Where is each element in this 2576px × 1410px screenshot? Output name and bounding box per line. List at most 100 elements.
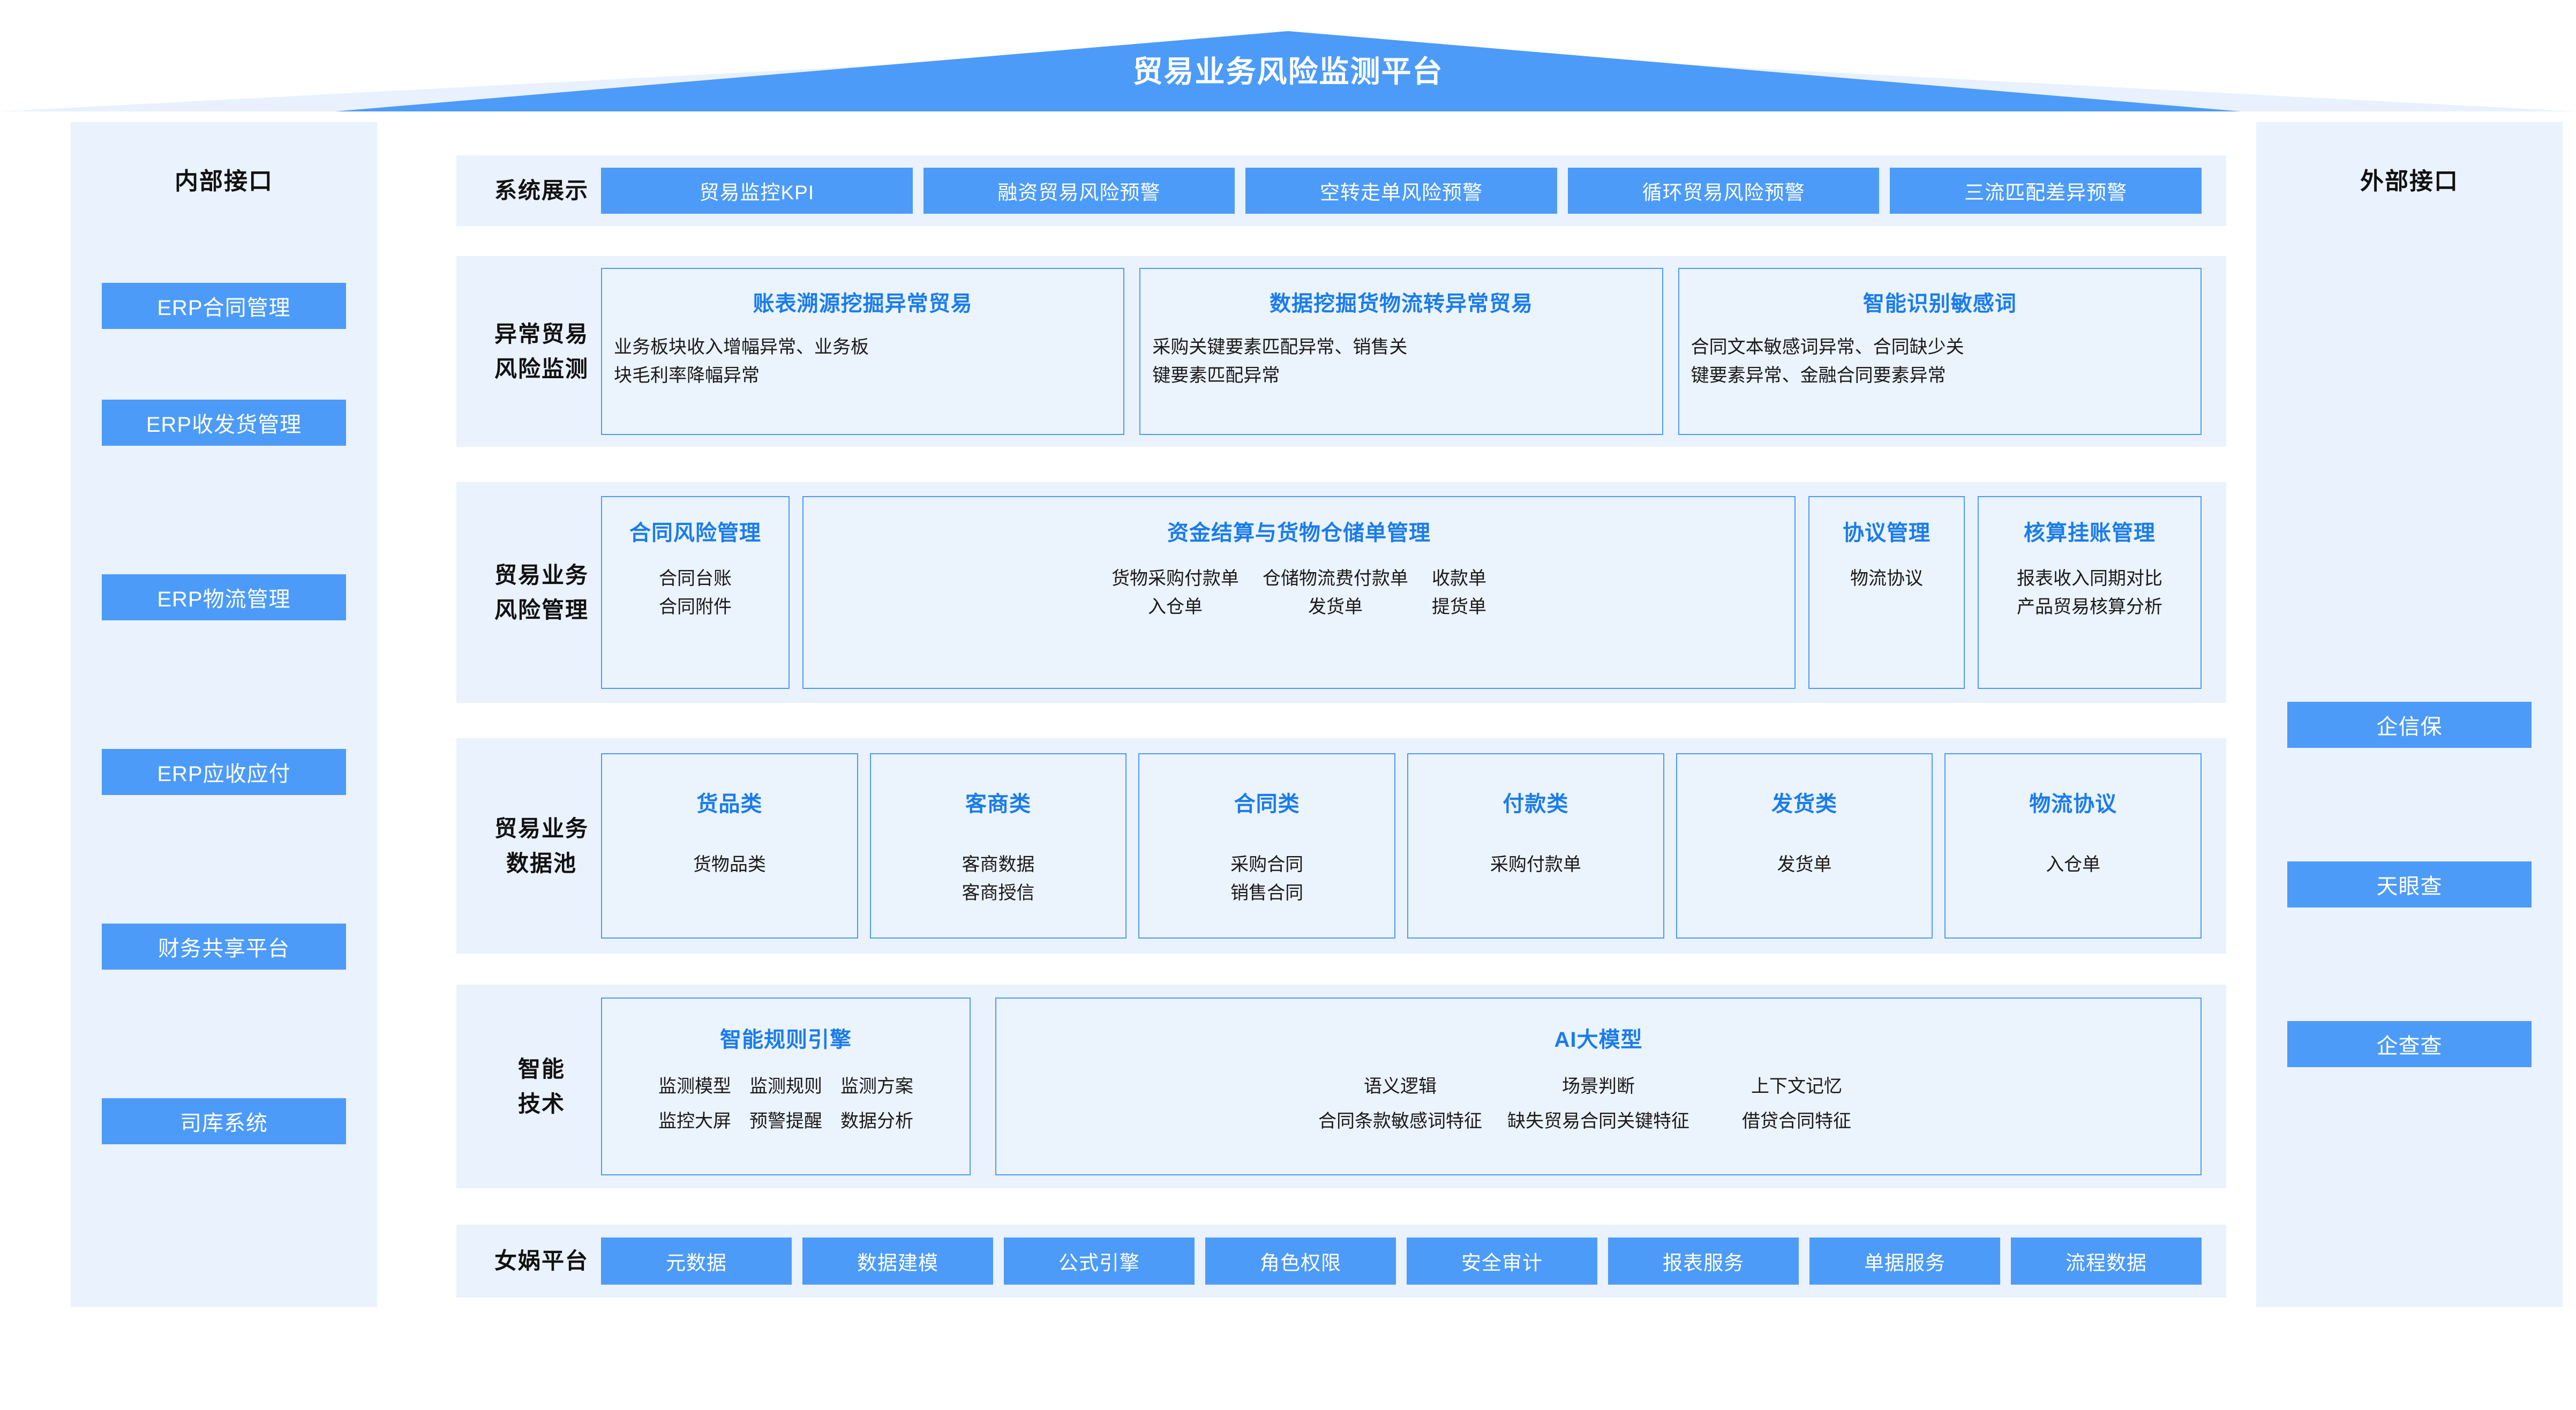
card-customer-category[interactable]: 客商类 客商数据 客商授信	[869, 753, 1127, 939]
row-label-nuwa-platform: 女娲平台	[494, 1248, 589, 1274]
card-shipment-category[interactable]: 发货类 发货单	[1676, 753, 1933, 939]
row-intelligent-technology: 智能 技术 智能规则引擎 监测模型 监测规则 监测方案 监控大屏 预警提醒 数据…	[456, 985, 2226, 1188]
card-title-goods-flow-mining: 数据挖掘货物流转异常贸易	[1269, 292, 1533, 316]
card-col: 报表收入同期对比 产品贸易核算分析	[2017, 568, 2162, 617]
card-lines-goods-category: 货物品类	[693, 854, 766, 875]
card-rule-engine[interactable]: 智能规则引擎 监测模型 监测规则 监测方案 监控大屏 预警提醒 数据分析	[601, 998, 971, 1175]
external-interface-title: 外部接口	[2360, 168, 2459, 194]
card-agreement-management[interactable]: 协议管理 物流协议	[1808, 496, 1965, 689]
sidebar-item-finance-shared[interactable]: 财务共享平台	[102, 924, 346, 970]
card-title-payment-category: 付款类	[1503, 792, 1569, 816]
card-title-contract-risk: 合同风险管理	[629, 521, 761, 545]
button-trade-monitor-kpi[interactable]: 贸易监控KPI	[601, 168, 913, 214]
sidebar-item-qichacha[interactable]: 企查查	[2287, 1021, 2532, 1067]
sidebar-item-qixinbao[interactable]: 企信保	[2287, 702, 2532, 748]
grid-cell: 预警提醒	[749, 1111, 822, 1131]
grid-cell: 借贷合同特征	[1742, 1111, 1851, 1131]
card-contract-category[interactable]: 合同类 采购合同 销售合同	[1138, 753, 1396, 939]
card-ai-large-model[interactable]: AI大模型 语义逻辑 场景判断 上下文记忆 合同条款敏感词特征 缺失贸易合同关键…	[995, 998, 2202, 1175]
sidebar-item-erp-receivable[interactable]: ERP应收应付	[102, 749, 346, 795]
row-body-system-display: 贸易监控KPI 融资贸易风险预警 空转走单风险预警 循环贸易风险预警 三流匹配差…	[601, 155, 2226, 226]
row-label-data-pool: 贸易业务 数据池	[494, 815, 589, 876]
card-col: 合同台账 合同附件	[659, 568, 732, 617]
card-accounting-management[interactable]: 核算挂账管理 报表收入同期对比 产品贸易核算分析	[1978, 496, 2202, 689]
card-title-accounting: 核算挂账管理	[2024, 521, 2156, 545]
card-title-ai-large-model: AI大模型	[1554, 1028, 1643, 1052]
button-empty-transfer-alert[interactable]: 空转走单风险预警	[1245, 168, 1557, 214]
card-goods-flow-mining[interactable]: 数据挖掘货物流转异常贸易 采购关键要素匹配异常、销售关 键要素匹配异常	[1139, 268, 1663, 435]
card-cols-agreement: 物流协议	[1850, 565, 1923, 593]
sidebar-item-treasury[interactable]: 司库系统	[102, 1098, 346, 1144]
row-body-trade-risk-mgmt: 合同风险管理 合同台账 合同附件 资金结算与货物仓储单管理 货物采购付款单 入仓…	[601, 482, 2226, 703]
card-col: 收款单 提货单	[1432, 568, 1486, 617]
card-logistics-agreement[interactable]: 物流协议 入仓单	[1944, 753, 2202, 939]
card-contract-risk-management[interactable]: 合同风险管理 合同台账 合同附件	[601, 496, 790, 689]
button-role-permission[interactable]: 角色权限	[1205, 1238, 1396, 1285]
sidebar-item-tianyancha[interactable]: 天眼查	[2287, 861, 2532, 908]
row-body-nuwa-platform: 元数据 数据建模 公式引擎 角色权限 安全审计 报表服务 单据服务 流程数据	[601, 1225, 2226, 1298]
row-trade-risk-management: 贸易业务 风险管理 合同风险管理 合同台账 合同附件 资金结算与货物仓储单管理 …	[456, 482, 2226, 703]
grid-cell: 上下文记忆	[1751, 1076, 1842, 1097]
card-title-rule-engine: 智能规则引擎	[720, 1028, 852, 1052]
row-body-intelligent-tech: 智能规则引擎 监测模型 监测规则 监测方案 监控大屏 预警提醒 数据分析 AI大…	[601, 985, 2226, 1188]
row-trade-data-pool: 贸易业务 数据池 货品类 货物品类 客商类 客商数据 客商授信 合同类 采	[456, 738, 2226, 954]
grid-cell: 合同条款敏感词特征	[1318, 1111, 1482, 1131]
card-sensitive-word-recognition[interactable]: 智能识别敏感词 合同文本敏感词异常、合同缺少关 键要素异常、金融合同要素异常	[1678, 268, 2202, 435]
button-metadata[interactable]: 元数据	[601, 1238, 792, 1285]
card-title-logistics-agreement: 物流协议	[2029, 792, 2117, 816]
button-security-audit[interactable]: 安全审计	[1407, 1238, 1597, 1285]
card-col: 物流协议	[1850, 568, 1923, 589]
card-lines-payment-category: 采购付款单	[1490, 854, 1581, 875]
button-financing-trade-alert[interactable]: 融资贸易风险预警	[923, 168, 1235, 214]
card-settlement-warehouse-management[interactable]: 资金结算与货物仓储单管理 货物采购付款单 入仓单 仓储物流费付款单 发货单 收款…	[802, 496, 1796, 689]
card-lines-shipment-category: 发货单	[1777, 854, 1832, 875]
row-system-display: 系统展示 贸易监控KPI 融资贸易风险预警 空转走单风险预警 循环贸易风险预警 …	[456, 155, 2226, 226]
grid-cell: 场景判断	[1562, 1076, 1635, 1097]
row-label-intelligent-tech: 智能 技术	[517, 1056, 565, 1116]
card-lines-contract-category: 采购合同 销售合同	[1230, 854, 1304, 903]
button-document-service[interactable]: 单据服务	[1809, 1238, 2000, 1285]
row-abnormal-trade-monitoring: 异常贸易 风险监测 账表溯源挖掘异常贸易 业务板块收入增幅异常、业务板 块毛利率…	[456, 256, 2226, 447]
row-nuwa-platform: 女娲平台 元数据 数据建模 公式引擎 角色权限 安全审计 报表服务 单据服务 流…	[456, 1225, 2226, 1298]
card-lines-customer-category: 客商数据 客商授信	[962, 854, 1035, 903]
card-lines-goods-flow-mining: 采购关键要素匹配异常、销售关 键要素匹配异常	[1152, 337, 1408, 386]
card-col: 仓储物流费付款单 发货单	[1263, 568, 1408, 617]
card-cols-accounting: 报表收入同期对比 产品贸易核算分析	[2017, 565, 2162, 621]
card-lines-ledger-trace: 业务板块收入增幅异常、业务板 块毛利率降幅异常	[614, 337, 869, 386]
external-interface-panel: 外部接口 企信保 天眼查 企查查	[2256, 122, 2563, 1307]
row-label-trade-risk-mgmt: 贸易业务 风险管理	[494, 562, 589, 622]
card-ledger-trace[interactable]: 账表溯源挖掘异常贸易 业务板块收入增幅异常、业务板 块毛利率降幅异常	[601, 268, 1125, 435]
button-formula-engine[interactable]: 公式引擎	[1004, 1238, 1195, 1285]
card-title-agreement: 协议管理	[1843, 521, 1931, 545]
card-cols-contract-risk: 合同台账 合同附件	[659, 565, 732, 621]
grid-cell: 监测规则	[749, 1076, 822, 1097]
grid-cell: 缺失贸易合同关键特征	[1507, 1111, 1689, 1131]
card-goods-category[interactable]: 货品类 货物品类	[601, 753, 858, 939]
button-three-flow-match-alert[interactable]: 三流匹配差异预警	[1890, 168, 2202, 214]
card-title-sensitive-word: 智能识别敏感词	[1862, 292, 2017, 316]
row-body-abnormal-trade: 账表溯源挖掘异常贸易 业务板块收入增幅异常、业务板 块毛利率降幅异常 数据挖掘货…	[601, 256, 2226, 447]
card-title-ledger-trace: 账表溯源挖掘异常贸易	[753, 292, 973, 316]
grid-rule-engine: 监测模型 监测规则 监测方案 监控大屏 预警提醒 数据分析	[658, 1071, 913, 1132]
card-cols-settlement-warehouse: 货物采购付款单 入仓单 仓储物流费付款单 发货单 收款单 提货单	[1111, 565, 1486, 621]
internal-interface-title: 内部接口	[175, 168, 273, 194]
button-process-data[interactable]: 流程数据	[2011, 1238, 2202, 1285]
sidebar-item-erp-contract[interactable]: ERP合同管理	[102, 283, 346, 329]
row-label-system-display: 系统展示	[494, 178, 589, 204]
sidebar-item-erp-logistics[interactable]: ERP物流管理	[102, 574, 346, 620]
button-circular-trade-alert[interactable]: 循环贸易风险预警	[1567, 168, 1880, 214]
page-title: 贸易业务风险监测平台	[1132, 55, 1444, 88]
grid-cell: 监控大屏	[658, 1111, 731, 1131]
grid-ai-large-model: 语义逻辑 场景判断 上下文记忆 合同条款敏感词特征 缺失贸易合同关键特征 借贷合…	[1309, 1071, 1888, 1132]
button-data-modeling[interactable]: 数据建模	[802, 1238, 993, 1285]
button-report-service[interactable]: 报表服务	[1608, 1238, 1799, 1285]
card-lines-sensitive-word: 合同文本敏感词异常、合同缺少关 键要素异常、金融合同要素异常	[1691, 337, 1964, 386]
sidebar-item-erp-delivery[interactable]: ERP收发货管理	[102, 400, 346, 446]
grid-cell: 监测模型	[658, 1076, 731, 1097]
card-payment-category[interactable]: 付款类 采购付款单	[1407, 753, 1664, 939]
grid-cell: 数据分析	[840, 1111, 913, 1131]
grid-cell: 语义逻辑	[1364, 1076, 1437, 1097]
row-body-data-pool: 货品类 货物品类 客商类 客商数据 客商授信 合同类 采购合同 销售合同	[601, 738, 2226, 954]
internal-interface-panel: 内部接口 ERP合同管理 ERP收发货管理 ERP物流管理 ERP应收应付 财务…	[71, 122, 377, 1307]
